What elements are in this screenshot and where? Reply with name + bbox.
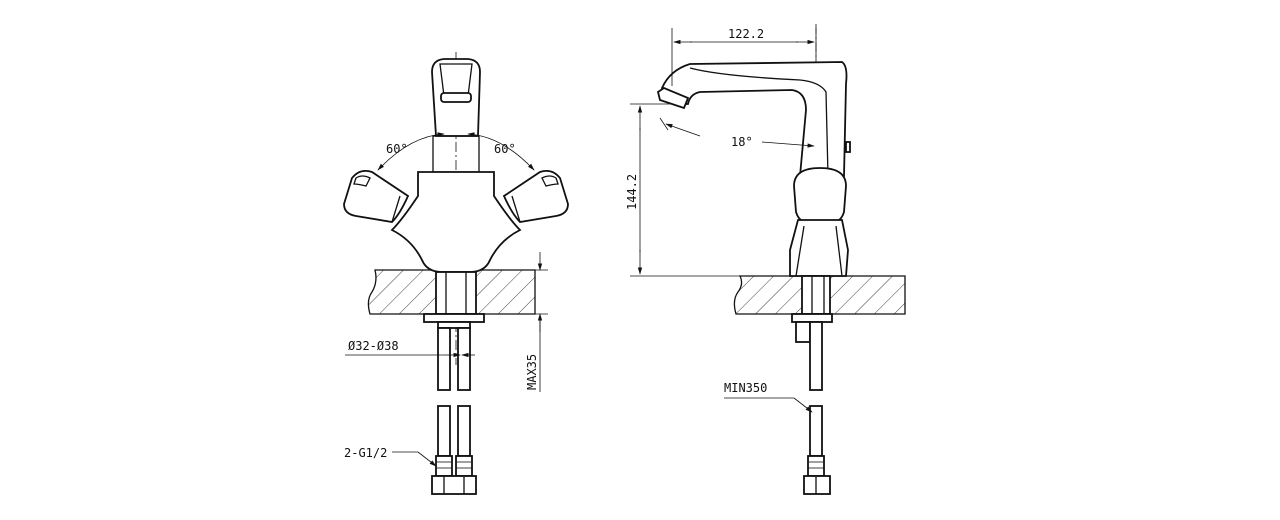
front-angle-arcs: 60° 60° <box>377 132 535 171</box>
side-view: 122.2 144.2 18° MIN350 <box>625 24 906 495</box>
min-hose-callout: MIN350 <box>724 381 813 413</box>
height-dimension: 144.2 <box>625 103 740 277</box>
front-faucet-body <box>343 58 569 495</box>
hole-diameter-dimension: Ø32-Ø38 <box>345 339 475 358</box>
reach-label: 122.2 <box>728 27 764 41</box>
reach-dimension: 122.2 <box>671 27 817 86</box>
min-hose-label: MIN350 <box>724 381 767 395</box>
angle-right-label: 60° <box>494 142 516 156</box>
connection-thread-label: 2-G1/2 <box>344 446 387 460</box>
connection-thread-callout: 2-G1/2 <box>344 446 437 467</box>
max-thickness-dimension: MAX35 <box>488 252 548 392</box>
spout-angle-label: 18° <box>731 135 753 149</box>
max-thickness-label: MAX35 <box>525 354 539 390</box>
hole-diameter-label: Ø32-Ø38 <box>348 339 399 353</box>
angle-left-label: 60° <box>386 142 408 156</box>
spout-angle-dimension: 18° <box>659 117 815 149</box>
height-label: 144.2 <box>625 174 639 210</box>
front-view: 60° 60° Ø32-Ø38 MAX35 2-G1/2 <box>343 52 569 495</box>
side-faucet-body <box>656 61 851 495</box>
